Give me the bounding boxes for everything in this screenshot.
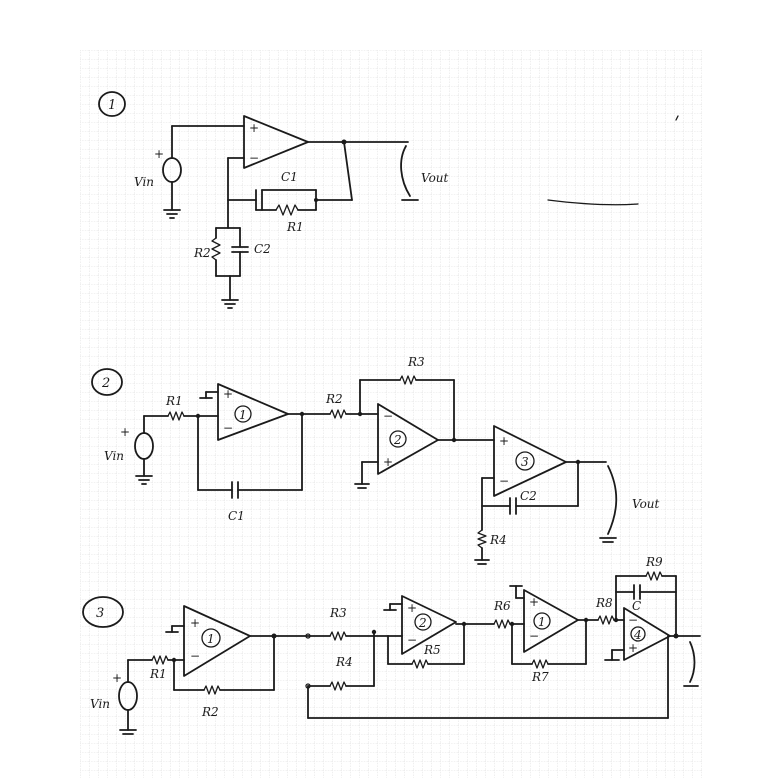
opamp-minus: − bbox=[249, 151, 259, 165]
opamp-4-number: 4 bbox=[633, 628, 642, 642]
source-plus-sign: + bbox=[120, 425, 130, 439]
opamp-1-number: 1 bbox=[239, 408, 247, 422]
opamp-2-bottom-sign: + bbox=[383, 455, 393, 469]
voltage-source-vin: + Vin bbox=[90, 659, 138, 735]
circuit-2: 2 + Vin R1 + − 1 bbox=[91, 355, 660, 565]
opamp-plus: + bbox=[249, 121, 259, 135]
r1-label: R1 bbox=[286, 220, 304, 234]
opamp-1-top-sign: + bbox=[223, 387, 233, 401]
section-number: 1 bbox=[108, 98, 116, 113]
stray-marks bbox=[547, 115, 679, 206]
r8-label: R8 bbox=[595, 596, 613, 610]
opamp-3-bottom-sign: − bbox=[499, 474, 509, 488]
r1-label: R1 bbox=[165, 394, 183, 408]
section-number-badge: 2 bbox=[91, 368, 123, 396]
opamp-3-top-sign: + bbox=[529, 595, 539, 609]
r5-label: R5 bbox=[423, 643, 441, 657]
opamp-3: + − 3 bbox=[493, 425, 567, 497]
opamp-2-bottom-sign: − bbox=[407, 633, 417, 647]
opamp-1: + − 1 bbox=[183, 605, 251, 677]
opamp-3: + − 1 bbox=[523, 589, 579, 653]
opamp-3-number: 3 bbox=[521, 455, 529, 469]
c1-label: C1 bbox=[281, 170, 298, 184]
section-number-badge: 3 bbox=[82, 596, 124, 628]
opamp-1-bottom-sign: − bbox=[190, 649, 200, 663]
r4-label: R4 bbox=[335, 655, 353, 669]
opamp-2-top-sign: + bbox=[407, 601, 417, 615]
opamp-3-top-sign: + bbox=[499, 434, 509, 448]
circuit-3: 3 + Vin R1 + − 1 bbox=[82, 555, 701, 735]
c1-label: C1 bbox=[228, 509, 245, 523]
opamp-4: − + 4 bbox=[623, 607, 671, 661]
r2-label: R2 bbox=[201, 705, 219, 719]
c2-label: C2 bbox=[254, 242, 271, 256]
section-number: 2 bbox=[101, 376, 110, 391]
r9-label: R9 bbox=[645, 555, 663, 569]
opamp-2-number: 2 bbox=[418, 616, 427, 630]
r2-label: R2 bbox=[325, 392, 343, 406]
r1-label: R1 bbox=[149, 667, 167, 681]
r3-label: R3 bbox=[407, 355, 425, 369]
opamp: + − bbox=[243, 115, 309, 169]
source-plus-sign: + bbox=[112, 671, 122, 685]
opamp-1-number: 1 bbox=[207, 632, 215, 646]
vin-label: Vin bbox=[90, 697, 110, 711]
c-label: C bbox=[632, 599, 641, 613]
opamp-2: − + 2 bbox=[377, 403, 439, 475]
circuit-1: 1 + Vin + − Vout bbox=[98, 91, 449, 309]
opamp-2-number: 2 bbox=[393, 433, 402, 447]
opamp-1: + − 1 bbox=[217, 383, 289, 441]
opamp-2: + − 2 bbox=[401, 595, 457, 655]
r4-label: R4 bbox=[489, 533, 507, 547]
vout-label: Vout bbox=[632, 497, 660, 511]
r3-label: R3 bbox=[329, 606, 347, 620]
opamp-1-top-sign: + bbox=[190, 616, 200, 630]
opamp-4-top-sign: − bbox=[628, 613, 638, 627]
voltage-source-vin: + Vin bbox=[104, 415, 154, 485]
section-number-badge: 1 bbox=[98, 91, 126, 117]
source-plus-sign: + bbox=[154, 147, 164, 161]
opamp-3-bottom-sign: − bbox=[529, 629, 539, 643]
c2-label: C2 bbox=[520, 489, 537, 503]
opamp-1-bottom-sign: − bbox=[223, 421, 233, 435]
r2-label: R2 bbox=[193, 246, 211, 260]
vin-label: Vin bbox=[134, 175, 154, 189]
vin-label: Vin bbox=[104, 449, 124, 463]
vout-label: Vout bbox=[421, 171, 449, 185]
r6-label: R6 bbox=[493, 599, 511, 613]
section-number: 3 bbox=[96, 606, 104, 621]
voltage-source-vin: + Vin bbox=[134, 125, 182, 219]
opamp-4-bottom-sign: + bbox=[628, 641, 638, 655]
opamp-2-top-sign: − bbox=[383, 409, 393, 423]
r7-label: R7 bbox=[531, 670, 549, 684]
opamp-3-number: 1 bbox=[538, 615, 546, 629]
